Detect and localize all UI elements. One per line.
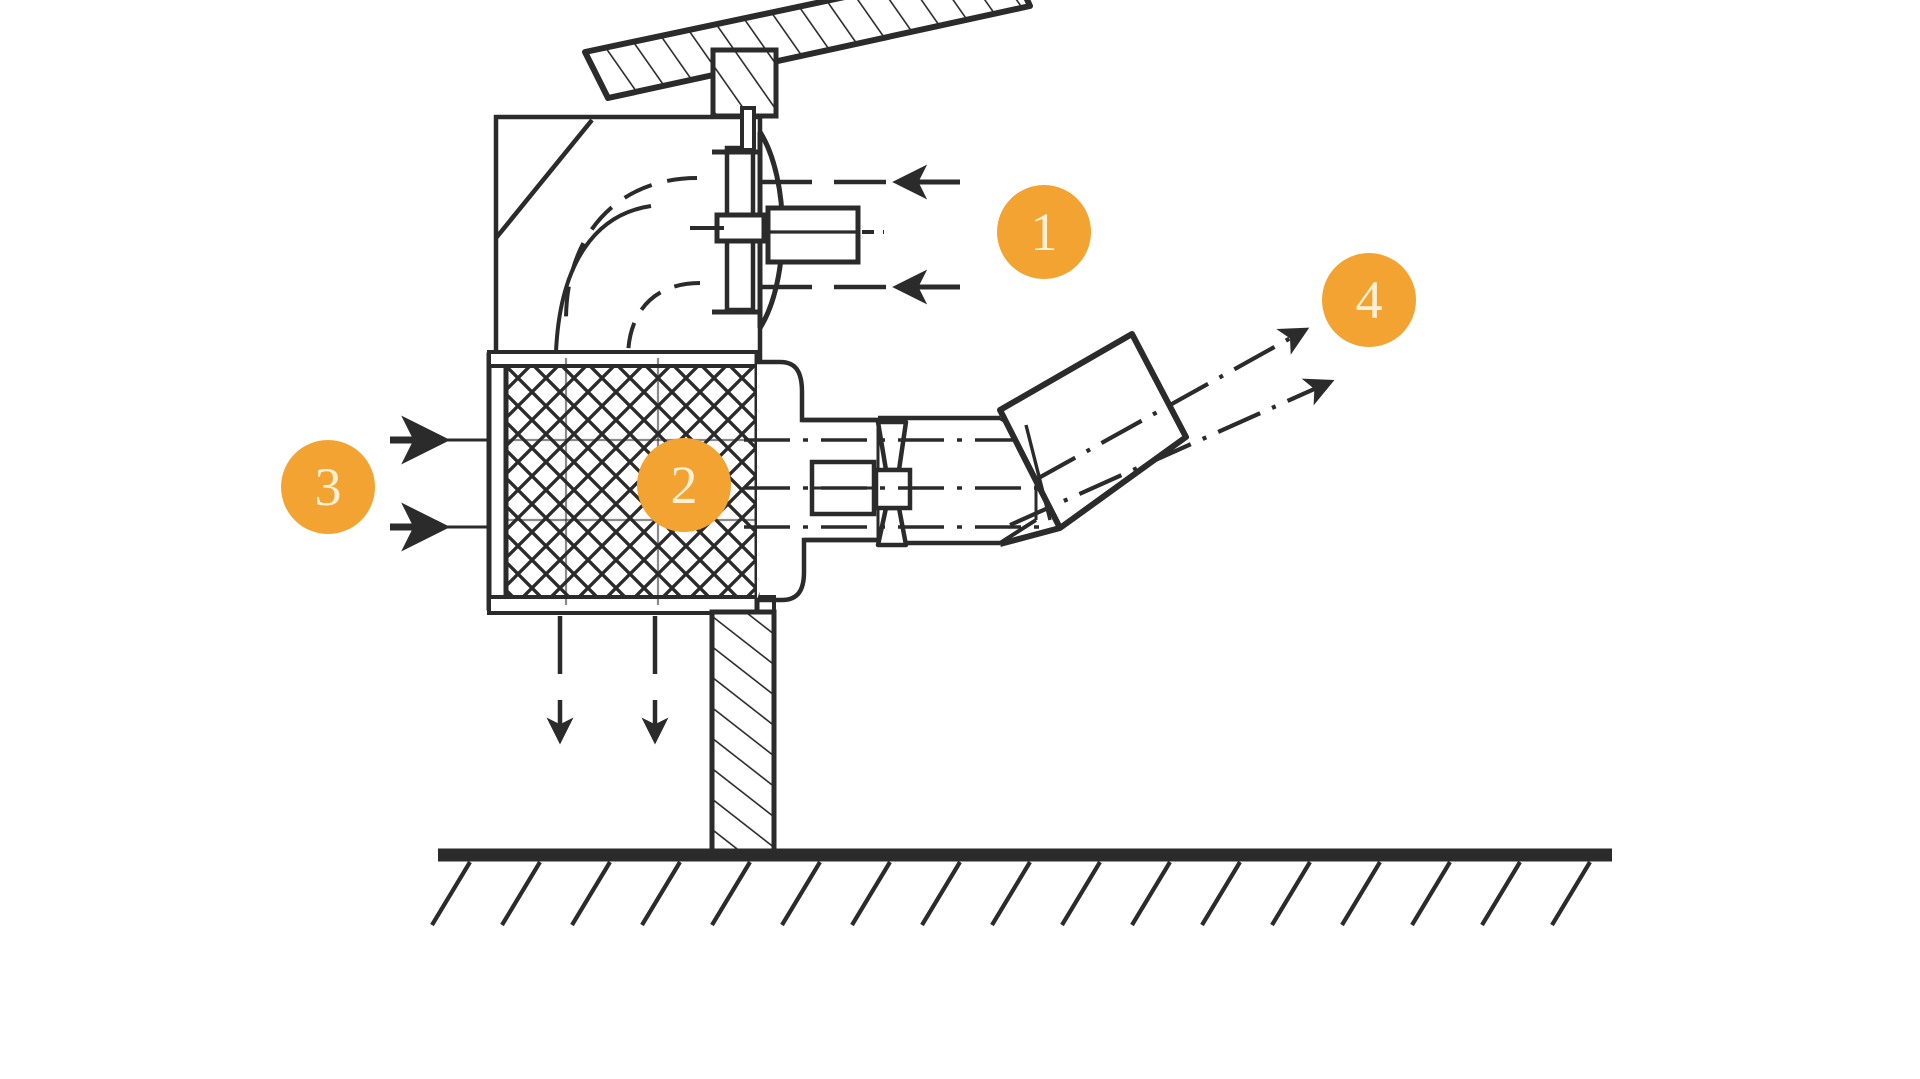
callout-badge-2-label: 2 (670, 455, 698, 515)
filter-section (486, 350, 776, 615)
callout-badge-4[interactable]: 4 (1322, 253, 1416, 347)
fan-centerlines (744, 438, 1040, 529)
roof-slab (582, 0, 1033, 101)
ground-line (430, 848, 1612, 927)
callout-badge-1-label: 1 (1030, 202, 1058, 262)
transition-duct (757, 359, 880, 603)
support-column (709, 609, 777, 855)
supply-air-arrow-lower (1009, 378, 1335, 527)
callout-badge-4-label: 4 (1355, 270, 1383, 330)
callout-badge-1[interactable]: 1 (997, 185, 1091, 279)
callout-badge-3[interactable]: 3 (281, 440, 375, 534)
outlet-duct (997, 331, 1189, 547)
intake-damper (690, 106, 884, 330)
supply-air-arrow-upper (1033, 327, 1310, 482)
callout-badge-3-label: 3 (314, 457, 342, 517)
callout-badge-2[interactable]: 2 (637, 438, 731, 532)
